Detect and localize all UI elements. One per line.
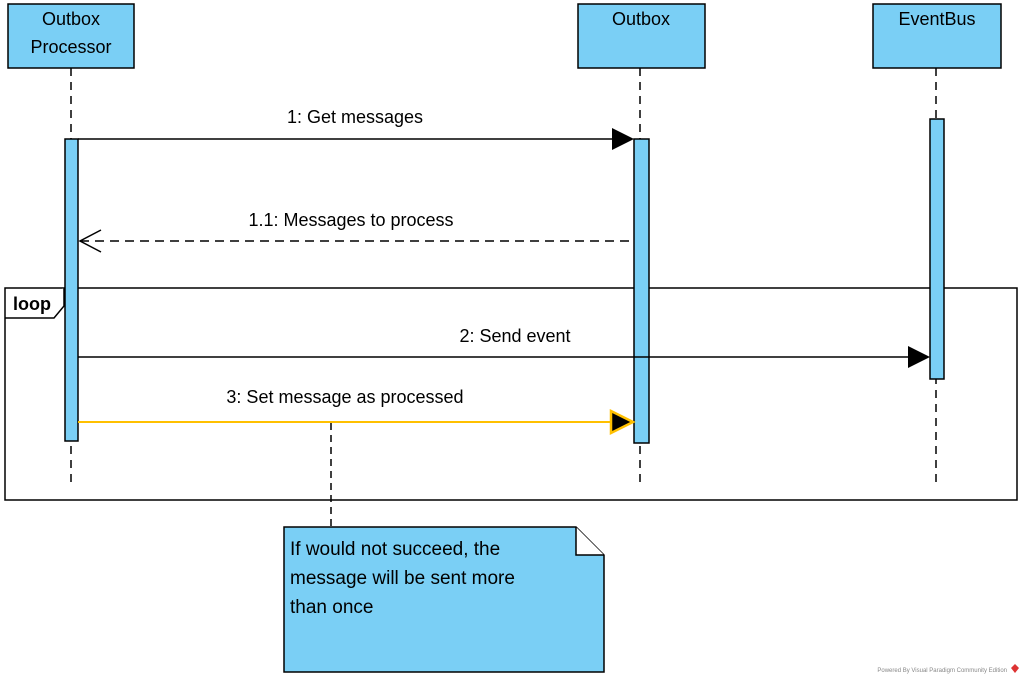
note-text: than once [290, 597, 373, 618]
activation-outbox [633, 138, 650, 444]
message-label: 1.1: Messages to process [248, 210, 453, 230]
loop-fragment[interactable]: loop [4, 287, 1018, 501]
note-text: If would not succeed, the [290, 539, 500, 560]
lifeline-head-eventbus[interactable]: EventBus [872, 3, 1002, 69]
message-label: 1: Get messages [287, 107, 423, 127]
lifeline-title: Processor [30, 37, 111, 57]
lifeline-title: EventBus [898, 9, 975, 29]
lifeline-head-outbox[interactable]: Outbox [577, 3, 706, 69]
message-messages-to-process[interactable]: 1.1: Messages to process [78, 210, 634, 253]
lifeline-title: Outbox [612, 9, 670, 29]
message-set-message-processed[interactable]: 3: Set message as processed [78, 387, 636, 436]
note-text: message will be sent more [290, 568, 515, 589]
message-label: 2: Send event [459, 326, 570, 346]
message-label: 3: Set message as processed [226, 387, 463, 407]
visual-paradigm-logo-icon [1011, 664, 1019, 673]
watermark: Powered By Visual Paradigm Community Edi… [877, 664, 1019, 674]
lifeline-title: Outbox [42, 9, 100, 29]
activation-eventbus [929, 118, 945, 380]
message-send-event[interactable]: 2: Send event [78, 326, 930, 368]
watermark-text: Powered By Visual Paradigm Community Edi… [877, 668, 1007, 674]
message-get-messages[interactable]: 1: Get messages [78, 107, 634, 150]
fragment-operator-label: loop [13, 294, 51, 314]
note[interactable]: If would not succeed, the message will b… [283, 526, 605, 673]
activation-outbox-processor [64, 138, 79, 442]
lifeline-head-outbox-processor[interactable]: Outbox Processor [7, 3, 135, 69]
